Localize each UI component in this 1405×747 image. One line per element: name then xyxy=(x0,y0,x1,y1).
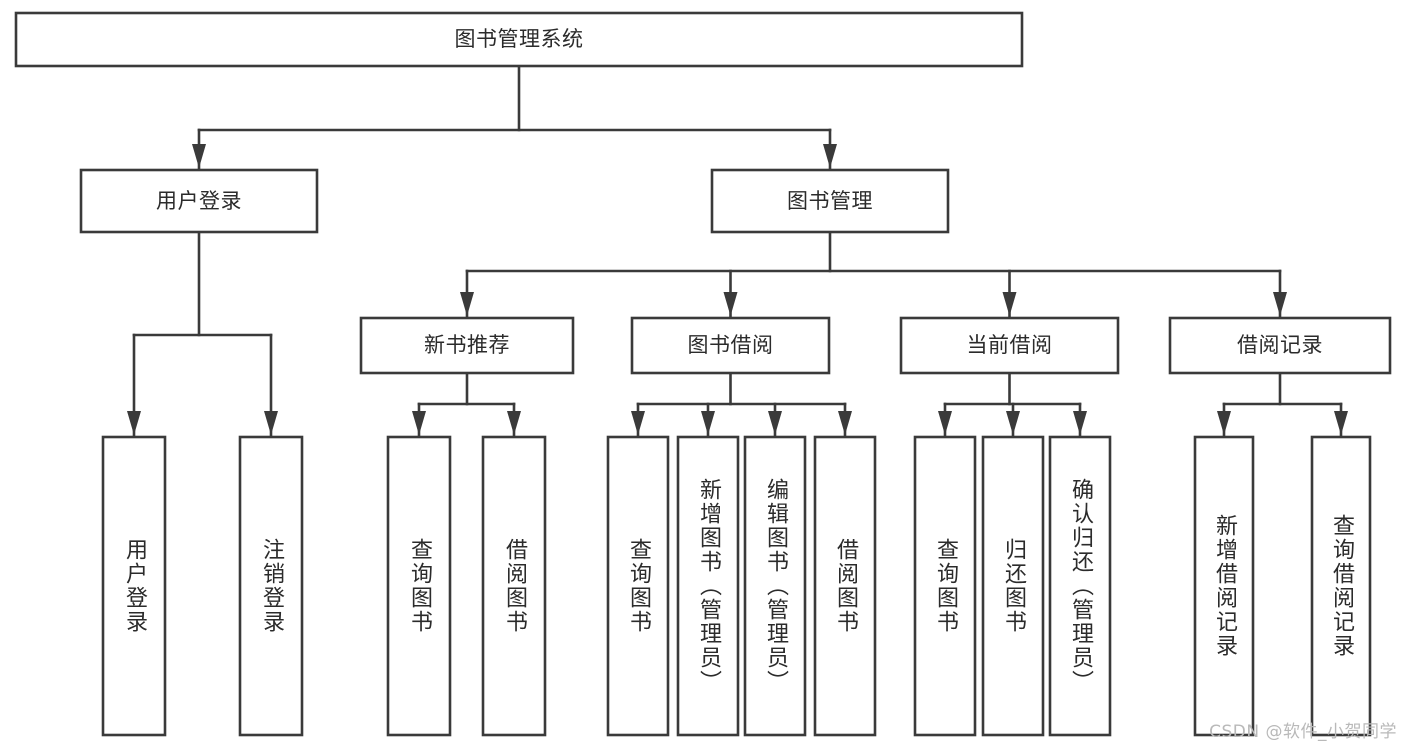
arrow-head-icon xyxy=(768,411,782,435)
arrow-head-icon xyxy=(507,411,521,435)
arrow-head-icon xyxy=(1073,411,1087,435)
box-layer xyxy=(14,11,1392,737)
arrow-head-icon xyxy=(631,411,645,435)
arrow-head-icon xyxy=(264,411,278,435)
arrow-head-icon xyxy=(1002,292,1017,316)
node-box-查询图书[interactable] xyxy=(386,435,452,737)
arrow-head-icon xyxy=(460,292,474,316)
arrow-head-icon xyxy=(838,411,852,435)
node-box-编辑图书管理员[interactable] xyxy=(743,435,807,737)
node-box-确认归还管理员[interactable] xyxy=(1048,435,1112,737)
node-box-借阅图书[interactable] xyxy=(813,435,877,737)
node-box-借阅记录[interactable] xyxy=(1168,316,1392,375)
arrow-head-icon xyxy=(1334,411,1348,435)
arrow-head-icon xyxy=(938,411,952,435)
node-box-图书借阅[interactable] xyxy=(630,316,831,375)
csdn-watermark: CSDN @软件_小贺同学 xyxy=(1209,722,1397,742)
node-box-新书推荐[interactable] xyxy=(359,316,575,375)
node-box-用户登录[interactable] xyxy=(101,435,167,737)
node-box-新增借阅记录[interactable] xyxy=(1193,435,1255,737)
node-box-图书管理系统[interactable] xyxy=(14,11,1024,68)
arrow-head-icon xyxy=(1006,411,1020,435)
arrow-head-icon xyxy=(1217,411,1231,435)
arrow-head-icon xyxy=(723,292,738,316)
node-box-图书管理[interactable] xyxy=(710,168,950,234)
connector-layer xyxy=(127,64,1348,437)
node-box-查询借阅记录[interactable] xyxy=(1310,435,1372,737)
node-box-归还图书[interactable] xyxy=(981,435,1045,737)
node-box-查询图书[interactable] xyxy=(913,435,977,737)
node-box-借阅图书[interactable] xyxy=(481,435,547,737)
node-box-查询图书[interactable] xyxy=(606,435,670,737)
node-box-注销登录[interactable] xyxy=(238,435,304,737)
arrow-head-icon xyxy=(127,411,141,435)
node-box-当前借阅[interactable] xyxy=(899,316,1120,375)
arrow-head-icon xyxy=(192,144,206,168)
node-box-用户登录[interactable] xyxy=(79,168,319,234)
arrow-head-icon xyxy=(412,411,426,435)
arrow-head-icon xyxy=(1273,292,1287,316)
node-box-新增图书管理员[interactable] xyxy=(676,435,740,737)
arrow-head-icon xyxy=(701,411,715,435)
arrow-head-icon xyxy=(823,144,837,168)
